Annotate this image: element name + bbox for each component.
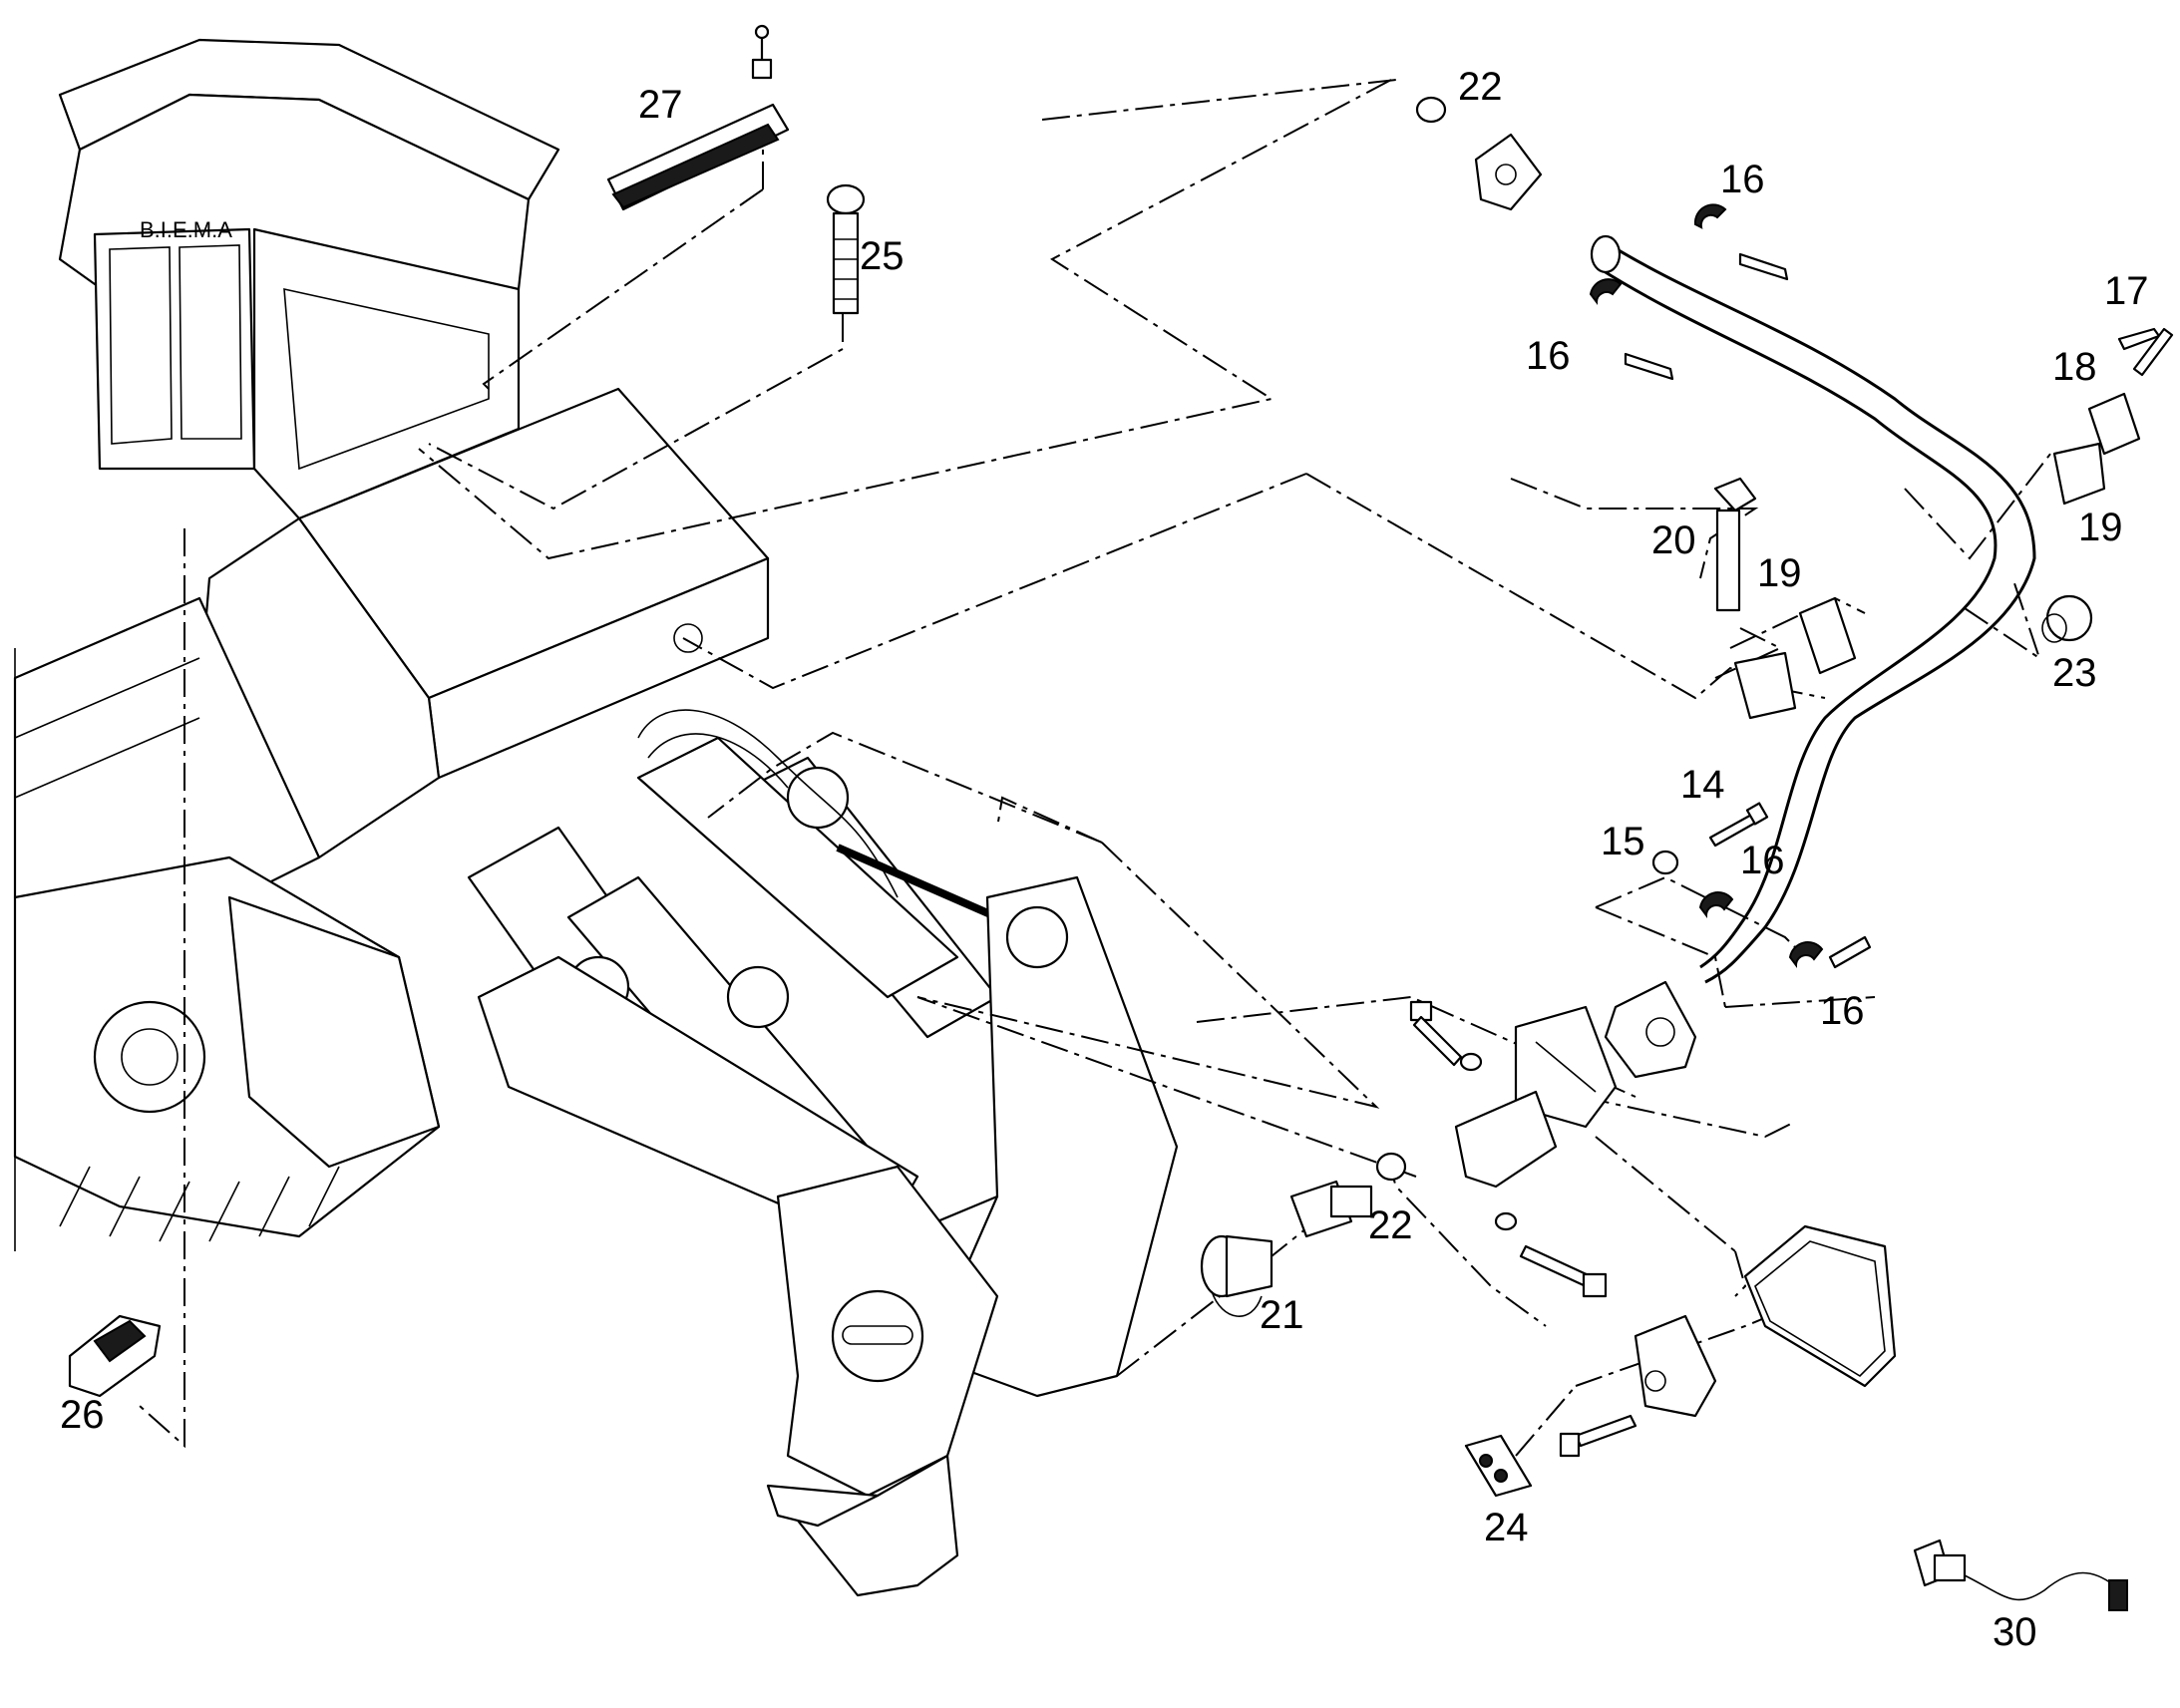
bracket-bolt-lower: [1494, 1211, 1608, 1298]
flange-fitting-top: [1474, 133, 1543, 211]
part-16-clamp-a: [1693, 203, 1789, 281]
callout-23: 23: [2052, 651, 2097, 695]
dozer-machine-illustration: B.I.E.M.A: [13, 38, 1179, 1597]
part-19-clamp-half-upper: [2052, 442, 2106, 506]
part-17-bolt: [2117, 327, 2174, 377]
callout-22-bottom: 22: [1368, 1203, 1413, 1247]
callout-22-top: 22: [1458, 65, 1503, 109]
part-15-washer: [1651, 850, 1679, 875]
part-16-clamp-d: [1788, 935, 1872, 969]
part-25-breather: [826, 183, 866, 315]
callout-24: 24: [1484, 1506, 1529, 1549]
sensor-mounting-bracket: [1454, 1005, 1618, 1189]
callout-30: 30: [1993, 1610, 2037, 1654]
part-22-o-ring-bottom: [1375, 1152, 1407, 1182]
part-24-gasket: [1464, 1434, 1533, 1498]
part-27-cover-plate: [606, 24, 790, 211]
mounting-block: [1634, 1314, 1717, 1418]
callout-labels: 22 16 17 16 18 27 25 19 20 19 23 14 15 1…: [60, 65, 2149, 1654]
block-bolt: [1559, 1414, 1637, 1458]
part-20-bolt: [1713, 477, 1757, 612]
flange-adaptor-lower: [1604, 980, 1697, 1079]
part-18-clamp-half: [2087, 392, 2141, 456]
part-23-cap: [2041, 594, 2093, 643]
callout-16-upper-right: 16: [1720, 158, 1765, 201]
main-hose: [1590, 234, 2036, 984]
part-14-bolt: [1708, 802, 1769, 848]
sensor-switch: [1289, 1180, 1373, 1238]
bracket-bolt-upper: [1409, 1000, 1483, 1072]
callout-17: 17: [2104, 269, 2149, 313]
part-19-clamp-half-lower: [1733, 596, 1857, 720]
callout-19-center: 19: [1757, 551, 1802, 595]
callout-16-lower: 16: [1820, 989, 1865, 1033]
part-22-o-ring-top: [1415, 96, 1447, 124]
callout-16-upper-left: 16: [1526, 334, 1571, 378]
callout-19-right: 19: [2078, 506, 2123, 549]
part-21-plug: [1200, 1234, 1273, 1317]
callout-14: 14: [1680, 763, 1725, 807]
callout-15: 15: [1601, 820, 1645, 863]
part-16-clamp-c: [1698, 891, 1734, 918]
callout-27: 27: [638, 83, 683, 127]
callout-26: 26: [60, 1393, 105, 1437]
callout-21: 21: [1260, 1293, 1304, 1337]
part-30-wiring-harness: [1913, 1538, 2128, 1611]
callout-16-middle: 16: [1740, 839, 1785, 882]
callout-25: 25: [860, 234, 905, 278]
callout-18: 18: [2052, 345, 2097, 389]
cab-brand-plate: B.I.E.M.A: [140, 217, 232, 242]
part-16-clamp-b: [1589, 278, 1674, 381]
part-26-connector: [68, 1314, 162, 1398]
protective-cover-housing: [1743, 1224, 1897, 1388]
callout-20: 20: [1651, 518, 1696, 562]
